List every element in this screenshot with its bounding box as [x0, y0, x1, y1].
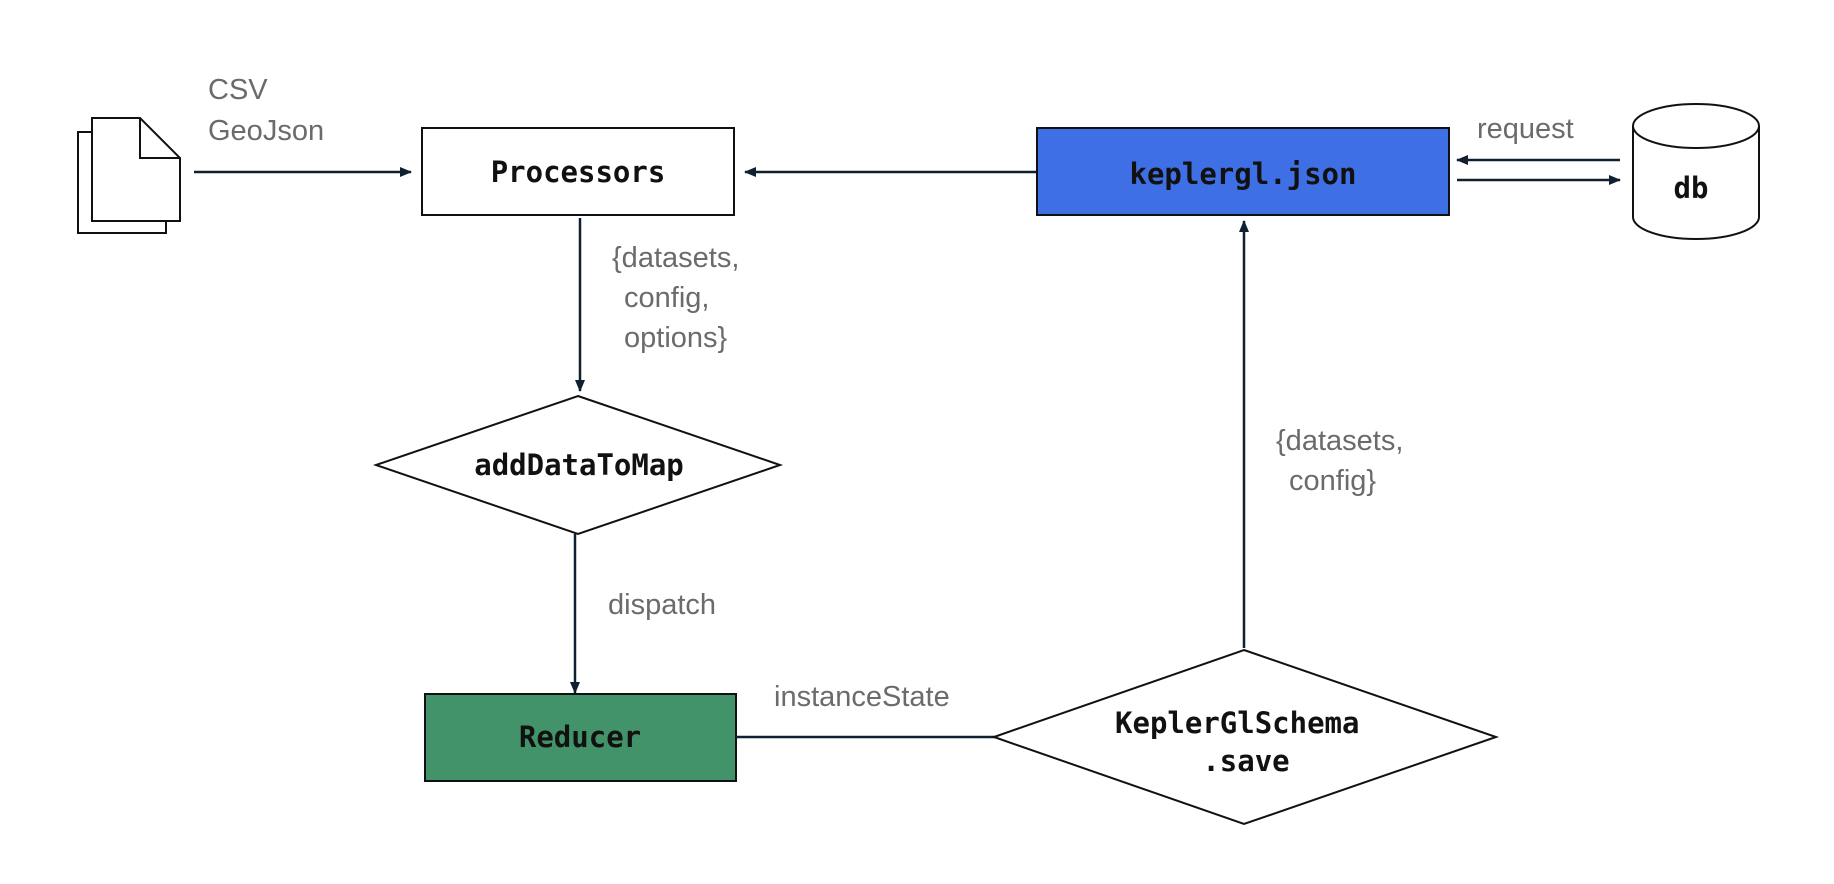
file-types-label: CSV GeoJson [208, 74, 324, 147]
save-output-label: {datasets, config} [1276, 425, 1411, 497]
schema-save-label: KeplerGlSchema .save [1115, 706, 1377, 778]
add-data-to-map-node[interactable]: addDataToMap [372, 394, 784, 536]
instance-state-label: instanceState [774, 681, 950, 713]
add-data-to-map-label: addDataToMap [474, 448, 684, 482]
reducer-node[interactable]: Reducer [424, 693, 737, 782]
schema-save-node[interactable]: KeplerGlSchema .save [990, 648, 1500, 826]
processors-label: Processors [491, 155, 666, 189]
processors-node[interactable]: Processors [421, 127, 735, 216]
keplergl-json-label: keplergl.json [1130, 157, 1357, 191]
keplergl-json-node[interactable]: keplergl.json [1036, 127, 1450, 216]
documents-icon [77, 117, 181, 234]
reducer-label: Reducer [519, 720, 641, 754]
dispatch-label: dispatch [608, 589, 716, 621]
db-label: db [1674, 171, 1709, 205]
file-type-geojson: GeoJson [208, 115, 324, 147]
processor-output-label: {datasets, config, options} [612, 242, 747, 354]
request-label: request [1477, 113, 1574, 145]
file-type-csv: CSV [208, 74, 268, 106]
database-cylinder-icon[interactable]: db [1632, 103, 1760, 240]
